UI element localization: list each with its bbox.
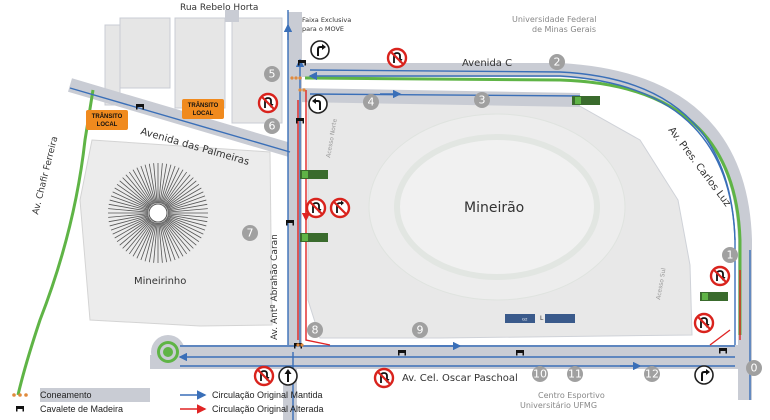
svg-text:12: 12: [645, 368, 659, 381]
svg-text:6: 6: [269, 120, 276, 133]
legend-alterada: Circulação Original Alterada: [212, 404, 324, 414]
cones: [290, 76, 306, 347]
blue-routes: [69, 10, 751, 420]
mineirao-label: Mineirão: [464, 200, 524, 216]
faixa-exclusiva-label: Faixa Exclusiva: [302, 16, 351, 24]
svg-text:9: 9: [417, 324, 424, 337]
svg-text:TRÂNSITO: TRÂNSITO: [188, 102, 219, 109]
centro-esportivo-label: Centro Esportivo: [538, 391, 605, 400]
street-rua-rebelo-horta: Rua Rebelo Horta: [180, 3, 258, 13]
barricade-icon: [16, 406, 24, 412]
svg-text:8: 8: [312, 324, 319, 337]
svg-text:5: 5: [269, 68, 276, 81]
svg-text:11: 11: [568, 368, 582, 381]
mineirao-esplanade: [307, 91, 693, 339]
street-avenida-c: Avenida C: [462, 58, 512, 69]
transito-local-sign-1: TRÂNSITO LOCAL: [86, 110, 128, 130]
svg-text:LOCAL: LOCAL: [193, 111, 214, 117]
legend-mantida: Circulação Original Mantida: [212, 390, 323, 400]
universidade-label: Universidade Federal: [512, 15, 597, 24]
svg-text:2: 2: [554, 56, 561, 69]
legend-cavalete: Cavalete de Madeira: [40, 404, 123, 414]
svg-text:1: 1: [727, 249, 734, 262]
svg-text:4: 4: [368, 96, 375, 109]
street-av-cel-oscar-paschoal: Av. Cel. Oscar Paschoal: [402, 373, 518, 384]
svg-text:TRÂNSITO: TRÂNSITO: [92, 113, 123, 120]
svg-text:3: 3: [479, 94, 486, 107]
svg-text:10: 10: [533, 368, 547, 381]
svg-text:G2: G2: [522, 317, 528, 322]
svg-text:0: 0: [751, 362, 758, 375]
mineirinho-label: Mineirinho: [134, 276, 186, 287]
mineirinho-area: [79, 139, 273, 327]
gate-markers: G2 L: [300, 96, 728, 323]
numbered-points: 0 1 2 3 4 5 6 7 8 9 10 11 12: [242, 54, 762, 382]
legend-coneamento: Coneamento: [40, 390, 92, 400]
transito-local-sign-2: TRÂNSITO LOCAL: [182, 99, 224, 119]
cone-icon: [12, 393, 28, 397]
faixa-exclusiva-label-2: para o MOVE: [302, 25, 344, 33]
legend: Coneamento Cavalete de Madeira Circulaçã…: [12, 390, 324, 414]
street-av-chafir-ferreira: Av. Chafir Ferreira: [31, 135, 60, 215]
street-av-abrahao-caran: Av. Antº Abrahão Caran: [270, 234, 280, 340]
svg-text:LOCAL: LOCAL: [97, 122, 118, 128]
centro-esportivo-label-2: Universitário UFMG: [520, 401, 597, 410]
svg-text:7: 7: [247, 227, 254, 240]
universidade-label-2: de Minas Gerais: [532, 25, 596, 34]
svg-text:L: L: [540, 315, 544, 322]
